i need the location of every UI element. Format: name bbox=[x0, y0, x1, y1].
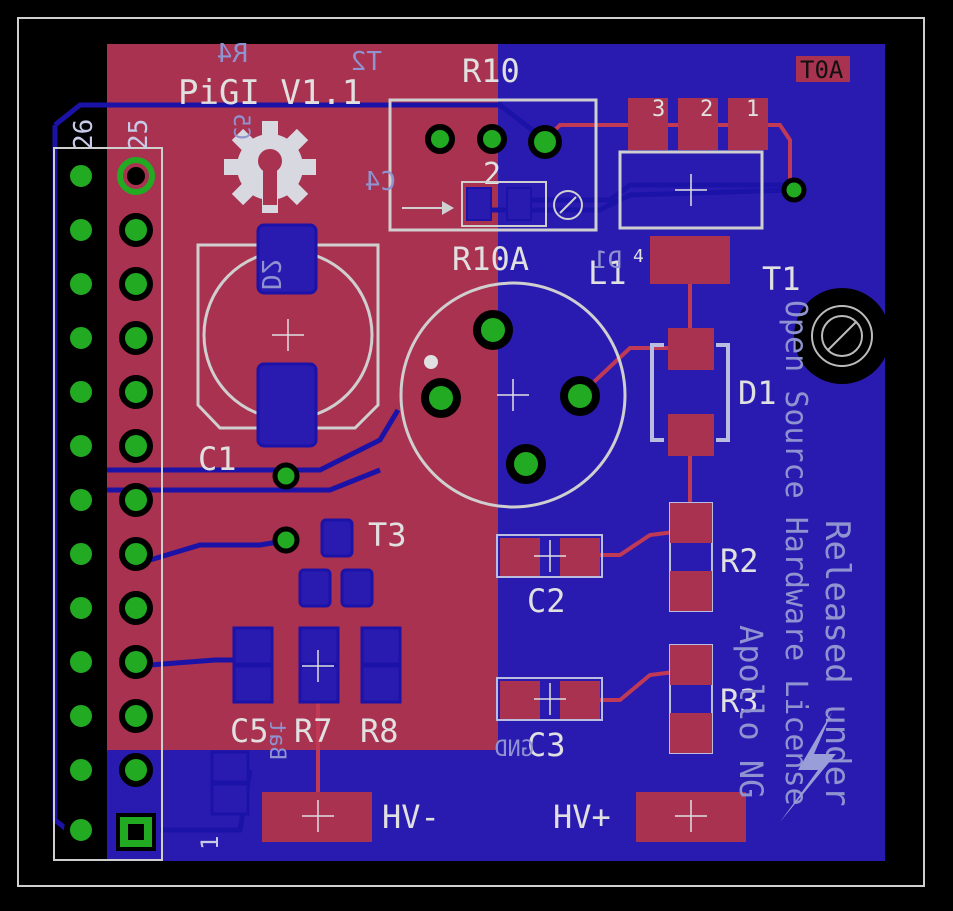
bottom-traces bbox=[52, 102, 791, 842]
gpio-header-outline bbox=[53, 147, 163, 861]
mirror-d2: D2 bbox=[255, 259, 285, 290]
c3-label: C3 bbox=[527, 726, 566, 764]
c5-label: C5 bbox=[230, 712, 269, 750]
mirror-bat: Bat bbox=[264, 720, 289, 760]
r2-label: R2 bbox=[720, 542, 759, 580]
l1-pin4-label: 4 bbox=[633, 246, 644, 267]
c2-capacitor bbox=[496, 534, 603, 578]
d1-outline bbox=[650, 343, 730, 442]
r8-label: R8 bbox=[360, 712, 399, 750]
r3-label: R3 bbox=[720, 682, 759, 720]
c1-label: C1 bbox=[198, 440, 237, 478]
tube-socket-outline bbox=[399, 281, 627, 509]
tube-socket-marker bbox=[424, 355, 438, 369]
mirror-c4: C4 bbox=[365, 167, 396, 197]
reg-pin2-label: 2 bbox=[700, 97, 713, 122]
r10-outline bbox=[388, 98, 598, 232]
oshw-gear-icon bbox=[224, 121, 316, 213]
t3-transistor-pads bbox=[298, 518, 374, 608]
mirror-gnd: GND bbox=[494, 737, 534, 762]
c5-r7-r8-pads bbox=[232, 626, 402, 704]
mirror-c5: C5 bbox=[228, 114, 253, 141]
mirror-r4: R4 bbox=[217, 39, 248, 69]
reg-pin3-label: 3 bbox=[652, 97, 665, 122]
c1-pad-bottom bbox=[256, 362, 318, 448]
regulator-outline bbox=[618, 150, 764, 230]
header-pin1-label: 1 bbox=[196, 836, 224, 850]
hv-plus-label: HV+ bbox=[553, 798, 611, 836]
lightning-bolt-icon bbox=[780, 712, 836, 822]
tube-socket-pins bbox=[421, 310, 600, 484]
vias bbox=[272, 177, 807, 554]
c3-capacitor bbox=[496, 677, 603, 721]
gpio-header-pins bbox=[64, 157, 156, 851]
r10-pins bbox=[425, 124, 562, 159]
r2-resistor bbox=[669, 502, 713, 612]
header-label-26: 26 bbox=[69, 119, 99, 150]
t1-label: T1 bbox=[762, 260, 801, 298]
d1-pad-top bbox=[668, 328, 714, 370]
d1-pad-bottom bbox=[668, 414, 714, 456]
r10-pin2-label: 2 bbox=[483, 157, 501, 192]
t3-label: T3 bbox=[368, 516, 407, 554]
r10a-label: R10A bbox=[452, 240, 529, 278]
header-label-25: 25 bbox=[124, 119, 154, 150]
d1-label: D1 bbox=[738, 374, 777, 412]
bottom-silkscreen: R4 T2 C5 C4 D2 D1 GND Bat Released under… bbox=[217, 39, 857, 807]
r10-label: R10 bbox=[462, 52, 520, 90]
reg-pin1-label: 1 bbox=[746, 97, 759, 122]
battery-pads bbox=[210, 750, 250, 816]
board-code-box bbox=[796, 56, 850, 82]
mirror-t2: T2 bbox=[351, 47, 382, 77]
potentiometer-icon bbox=[402, 181, 583, 227]
board-outline bbox=[17, 17, 925, 887]
board-title: PiGI V1.1 bbox=[178, 73, 362, 113]
board-code: T0A bbox=[800, 56, 844, 84]
mirror-license-2: Open Source Hardware License bbox=[778, 300, 813, 806]
c1-pad-top bbox=[256, 223, 318, 295]
origin-crosshairs bbox=[272, 174, 707, 832]
regulator-pads bbox=[628, 98, 768, 284]
l1-label: L1 bbox=[588, 254, 627, 292]
r3-resistor bbox=[669, 644, 713, 754]
r7-label: R7 bbox=[294, 712, 333, 750]
mirror-d1: D1 bbox=[593, 246, 622, 274]
c2-label: C2 bbox=[527, 582, 566, 620]
hv-minus-label: HV- bbox=[382, 798, 440, 836]
mounting-hole-icon bbox=[794, 288, 890, 384]
mirror-license-3: Apollo NG bbox=[732, 625, 770, 798]
hv-minus-pad bbox=[262, 792, 372, 842]
